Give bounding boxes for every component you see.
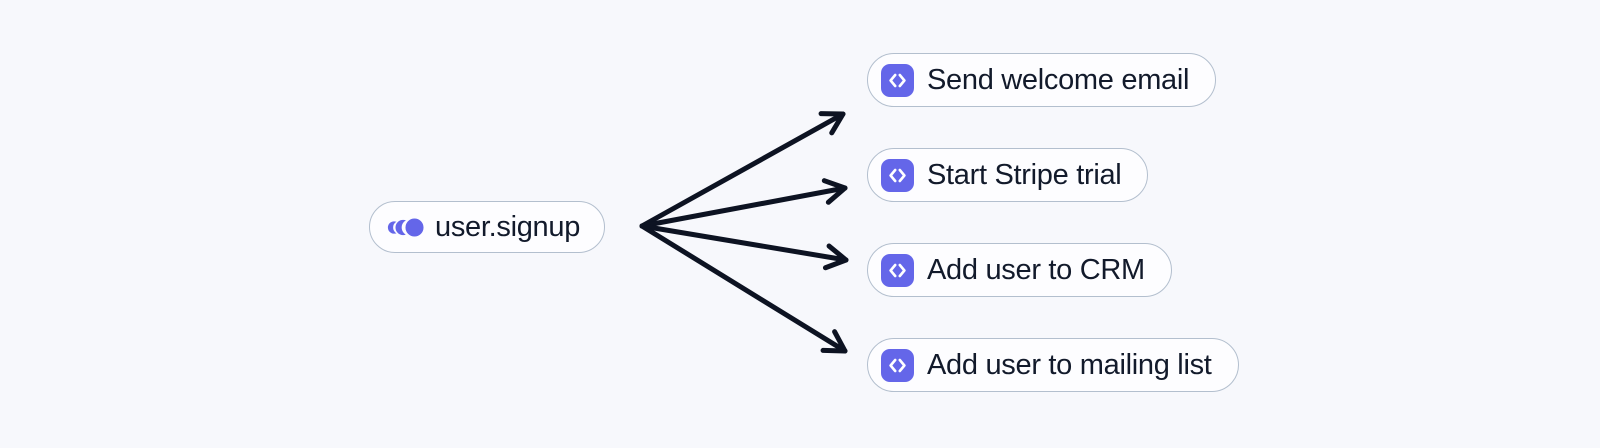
arrow-to-add-user-to-crm bbox=[639, 223, 849, 271]
arrow-to-start-stripe-trial bbox=[639, 178, 848, 229]
event-node-label: user.signup bbox=[435, 210, 581, 243]
event-node-user-signup: user.signup bbox=[369, 201, 606, 253]
arrow-to-send-welcome-email bbox=[639, 111, 846, 229]
function-node-label: Add user to mailing list bbox=[927, 348, 1212, 381]
arrow-to-add-user-to-mailing-list bbox=[639, 223, 848, 354]
code-icon bbox=[881, 348, 914, 382]
function-node-start-stripe-trial: Start Stripe trial bbox=[867, 148, 1149, 202]
function-node-label: Send welcome email bbox=[927, 63, 1190, 96]
function-node-label: Start Stripe trial bbox=[927, 158, 1122, 191]
function-node-add-user-to-mailing-list: Add user to mailing list bbox=[867, 338, 1239, 392]
code-icon bbox=[881, 63, 914, 97]
code-icon bbox=[881, 253, 914, 287]
event-pulse-icon bbox=[387, 217, 424, 237]
function-node-label: Add user to CRM bbox=[927, 253, 1145, 286]
function-node-add-user-to-crm: Add user to CRM bbox=[867, 243, 1172, 297]
code-icon bbox=[881, 158, 914, 192]
function-node-send-welcome-email: Send welcome email bbox=[867, 53, 1217, 107]
